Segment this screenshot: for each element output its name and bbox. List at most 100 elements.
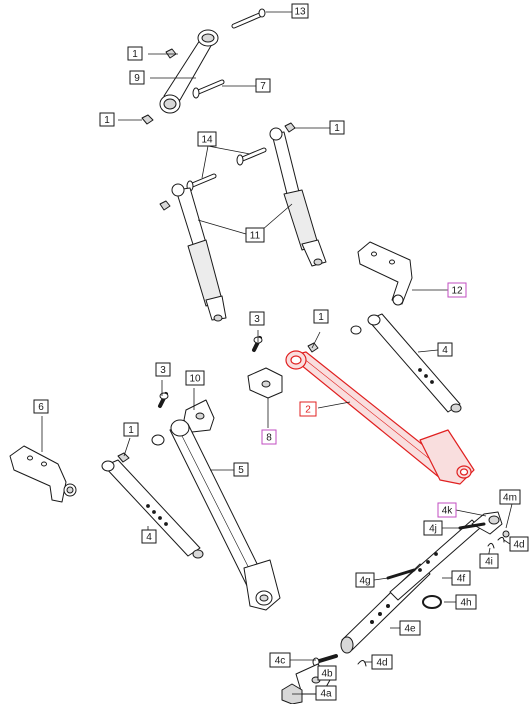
callout-box <box>249 311 265 326</box>
part-1-clip-b <box>141 114 154 125</box>
callout-label: 9 <box>134 73 140 84</box>
part-3-bolt-b <box>158 392 169 408</box>
callout-label: 1 <box>132 49 138 60</box>
callout-box <box>399 620 421 636</box>
part-4d-clip-upper <box>497 536 505 543</box>
callout-box <box>509 536 529 552</box>
part-7-pin <box>192 79 225 99</box>
callout-box <box>437 502 457 518</box>
callout-c4a: 4 <box>437 342 453 357</box>
callout-box <box>141 529 157 544</box>
callout-c4f: 4f <box>451 570 471 586</box>
callout-label: 6 <box>38 402 44 413</box>
part-5-lower-link <box>169 419 281 611</box>
callout-label: 4m <box>503 493 517 504</box>
callout-label: 12 <box>451 286 463 297</box>
callout-label: 4d <box>376 658 387 669</box>
callout-box <box>317 665 337 681</box>
callout-box <box>437 342 453 357</box>
part-4-stabilizer-right <box>367 313 462 413</box>
part-1-clip-f <box>307 342 319 353</box>
part-14-pins <box>186 147 267 192</box>
callout-label: 4 <box>442 345 448 356</box>
callout-c4i: 4i <box>479 553 499 569</box>
callout-c8: 8 <box>261 429 277 445</box>
callout-label: 4k <box>442 506 454 517</box>
part-6-bracket <box>9 445 77 503</box>
part-2-lower-link-highlighted <box>285 350 475 485</box>
callout-c11: 11 <box>245 227 265 243</box>
parts-layer <box>9 8 510 704</box>
part-1-clip-d <box>159 200 171 211</box>
callout-box <box>185 370 205 386</box>
callout-label: 14 <box>201 135 213 146</box>
callout-c4j: 4j <box>423 520 443 536</box>
callout-box <box>499 489 521 505</box>
part-1-nut-b <box>350 325 362 335</box>
callout-label: 13 <box>294 7 306 18</box>
callout-box <box>255 78 271 93</box>
callout-c1e: 1 <box>123 422 139 437</box>
callout-label: 10 <box>189 374 201 385</box>
part-12-bracket <box>357 241 413 306</box>
callout-c10: 10 <box>185 370 205 386</box>
callout-label: 1 <box>128 425 134 436</box>
callout-c14: 14 <box>197 131 217 147</box>
callout-box <box>455 594 477 610</box>
callout-box <box>33 399 49 414</box>
part-11-stabilizer-left <box>171 183 227 322</box>
part-4j-pin <box>458 522 486 530</box>
callout-label: 7 <box>260 81 266 92</box>
part-4g-pin <box>386 568 416 580</box>
part-1-clip-c <box>284 122 296 133</box>
callout-box <box>447 282 467 298</box>
part-4h-ring <box>422 595 442 609</box>
callout-c12: 12 <box>447 282 467 298</box>
callout-c4m: 4m <box>499 489 521 505</box>
callout-label: 1 <box>104 115 110 126</box>
callout-c4b2: 4b <box>317 665 337 681</box>
part-10-bracket <box>183 399 215 433</box>
part-13-bolt <box>231 8 266 29</box>
callout-box <box>355 572 375 588</box>
callout-label: 4e <box>404 624 416 635</box>
callout-label: 5 <box>238 465 244 476</box>
part-9-link-arm <box>159 29 219 114</box>
callout-c4e: 4e <box>399 620 421 636</box>
callout-box <box>329 120 345 135</box>
callout-c13: 13 <box>291 3 309 19</box>
callout-box <box>299 401 317 417</box>
callout-label: 1 <box>334 123 340 134</box>
callout-label: 4a <box>320 689 332 700</box>
callout-label: 11 <box>250 231 261 242</box>
callout-label: 4b <box>321 669 333 680</box>
part-4d-clip-lower <box>357 660 367 667</box>
callout-c2: 2 <box>299 401 317 417</box>
callout-c1d: 1 <box>313 309 329 324</box>
callout-c4g: 4g <box>355 572 375 588</box>
callout-c3a: 3 <box>249 311 265 326</box>
callout-label: 4j <box>429 524 437 535</box>
callout-label: 8 <box>266 433 272 444</box>
callout-c4d1: 4d <box>509 536 529 552</box>
callout-label: 4i <box>485 557 493 568</box>
callout-c4h: 4h <box>455 594 477 610</box>
callout-label: 4c <box>275 656 286 667</box>
callout-box <box>451 570 471 586</box>
callout-label: 3 <box>160 365 166 376</box>
part-1-nut <box>151 434 165 446</box>
callout-label: 1 <box>318 312 324 323</box>
callout-box <box>371 654 393 670</box>
callout-c1a: 1 <box>127 46 143 61</box>
part-8-bracket <box>247 367 283 399</box>
callout-c4d2: 4d <box>371 654 393 670</box>
callout-box <box>313 309 329 324</box>
callout-c1b: 1 <box>99 112 115 127</box>
callout-box <box>127 46 143 61</box>
callout-label: 4h <box>460 598 471 609</box>
callout-c4c: 4c <box>269 652 291 668</box>
callout-box <box>99 112 115 127</box>
part-4-stabilizer-left <box>101 459 204 559</box>
